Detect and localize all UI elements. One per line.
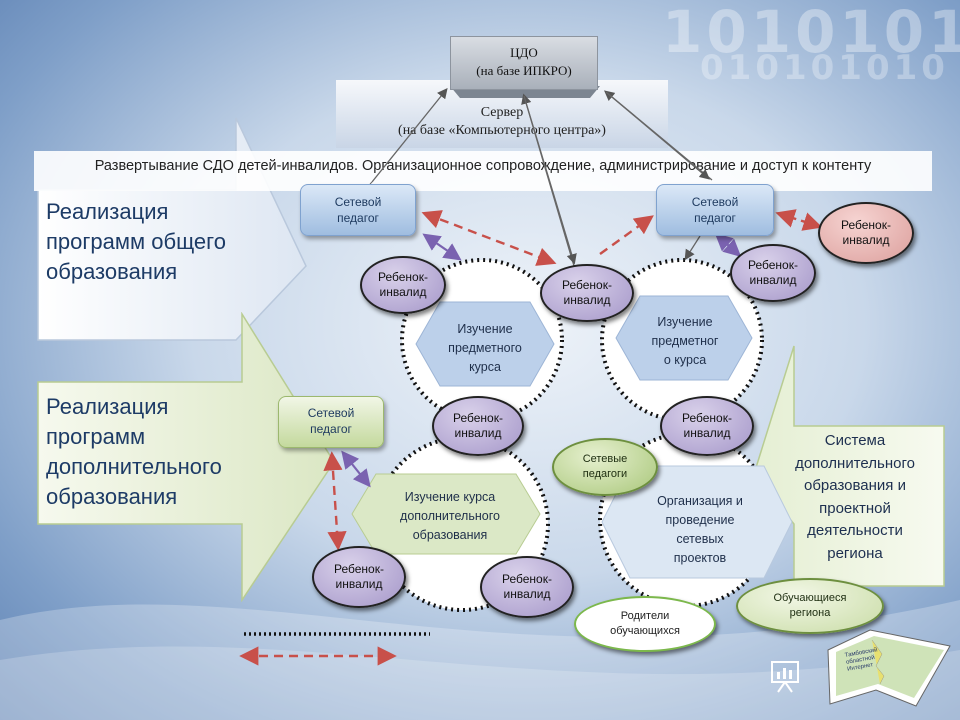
deployment-banner: Развертывание СДО детей-инвалидов. Орган… — [34, 151, 932, 191]
cdo-subtitle: (на базе ИПКРО) — [476, 63, 572, 78]
general-programs-text: Реализация программ общего образования — [46, 199, 226, 284]
course-hexagon-2 — [615, 295, 753, 381]
course-label-1: Изучение предметного курса — [448, 322, 522, 374]
project-hexagon — [601, 465, 793, 579]
book-icon — [827, 629, 951, 707]
cdo-title: ЦДО — [510, 45, 538, 60]
additional-programs-arrow — [37, 312, 335, 602]
background-digits-bottom: 010101010 — [700, 48, 949, 88]
child-disabled-8: Ребенок-инвалид — [480, 556, 574, 618]
child-disabled-2: Ребенок-инвалид — [540, 264, 634, 322]
server-title: Сервер — [480, 105, 524, 120]
child-disabled-1: Ребенок-инвалид — [360, 256, 446, 314]
presentation-icon — [771, 661, 799, 693]
course-label-2: Изучение предметног о курса — [651, 315, 719, 367]
child-disabled-7: Ребенок-инвалид — [312, 546, 406, 608]
system-text: Система дополнительного образования и пр… — [795, 432, 915, 562]
server-subtitle: (на базе «Компьютерного центра») — [398, 123, 606, 138]
course-label-3: Изучение курса дополнительного образован… — [400, 490, 500, 542]
network-teacher-3: Сетевой педагог — [278, 396, 384, 448]
child-disabled-4: Ребенок-инвалид — [818, 202, 914, 264]
child-disabled-3: Ребенок-инвалид — [730, 244, 816, 302]
additional-programs-text: Реализация программ дополнительного обра… — [46, 394, 222, 509]
course-hexagon-1 — [415, 301, 555, 387]
network-teacher-1: Сетевой педагог — [300, 184, 416, 236]
network-teacher-2: Сетевой педагог — [656, 184, 774, 236]
cdo-block: ЦДО (на базе ИПКРО) — [450, 36, 598, 90]
child-disabled-6: Ребенок-инвалид — [660, 396, 754, 456]
child-disabled-5: Ребенок-инвалид — [432, 396, 524, 456]
projects-label: Организация и проведение сетевых проекто… — [657, 494, 743, 565]
course-hexagon-3 — [351, 473, 541, 555]
